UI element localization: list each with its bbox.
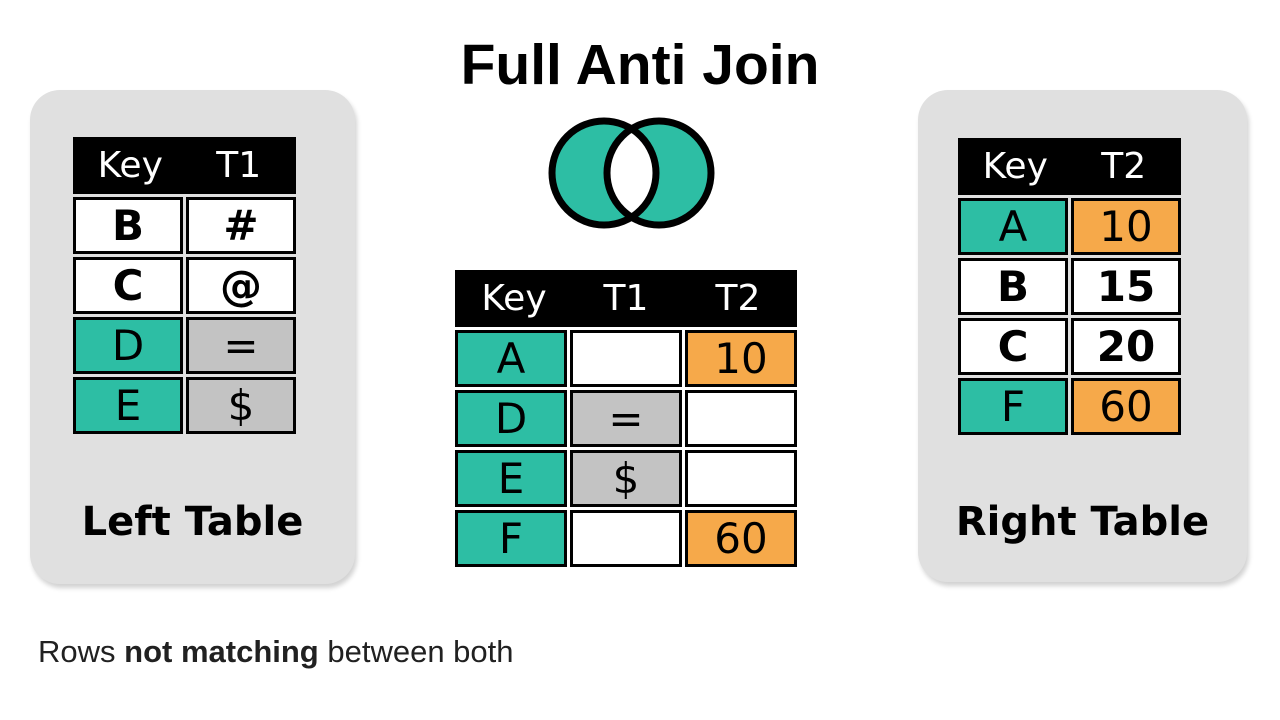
- right-table: Key T2 A 10 B 15 C 20 F 60: [955, 135, 1184, 438]
- key-cell: C: [73, 257, 183, 314]
- table-row: B 15: [958, 258, 1181, 315]
- column-header-t1: T1: [603, 278, 649, 319]
- left-table-header-row: Key T1: [73, 137, 296, 194]
- column-header-key: Key: [97, 145, 163, 186]
- t1-cell-highlighted: =: [570, 390, 682, 447]
- column-header-key: Key: [982, 146, 1048, 187]
- t2-cell-empty: [685, 450, 797, 507]
- column-header-key: Key: [481, 278, 547, 319]
- left-table: Key T1 B # C @ D = E $: [70, 134, 299, 437]
- key-cell-highlighted: D: [455, 390, 567, 447]
- right-table-header-row: Key T2: [958, 138, 1181, 195]
- table-row: E $: [455, 450, 797, 507]
- full-anti-join-venn-icon: [541, 111, 723, 235]
- table-row: D =: [455, 390, 797, 447]
- key-cell-highlighted: A: [958, 198, 1068, 255]
- value-cell-highlighted: =: [186, 317, 296, 374]
- venn-right-circle: [603, 117, 715, 229]
- t2-cell-empty: [685, 390, 797, 447]
- table-row: E $: [73, 377, 296, 434]
- footer-note: Rows not matching between both: [38, 634, 514, 670]
- t1-cell-empty: [570, 330, 682, 387]
- table-row: C @: [73, 257, 296, 314]
- column-header-t1: T1: [216, 145, 262, 186]
- venn-xor-fill: [552, 121, 711, 225]
- value-cell: #: [186, 197, 296, 254]
- key-cell-highlighted: A: [455, 330, 567, 387]
- left-table-header: Key T1: [73, 137, 296, 194]
- value-cell-highlighted: 60: [1071, 378, 1181, 435]
- value-cell-highlighted: $: [186, 377, 296, 434]
- key-cell-highlighted: D: [73, 317, 183, 374]
- right-table-header: Key T2: [958, 138, 1181, 195]
- key-cell-highlighted: F: [455, 510, 567, 567]
- table-row: F 60: [958, 378, 1181, 435]
- t1-cell-empty: [570, 510, 682, 567]
- value-cell: 20: [1071, 318, 1181, 375]
- t2-cell-highlighted: 60: [685, 510, 797, 567]
- result-table-header: Key T1 T2: [455, 270, 797, 327]
- table-row: D =: [73, 317, 296, 374]
- table-row: B #: [73, 197, 296, 254]
- left-table-caption: Left Table: [81, 499, 304, 545]
- column-header-t2: T2: [1101, 146, 1147, 187]
- key-cell: B: [958, 258, 1068, 315]
- key-cell-highlighted: E: [73, 377, 183, 434]
- result-table: Key T1 T2 A 10 D = E $ F 60: [452, 267, 800, 570]
- footer-note-suffix: between both: [318, 634, 514, 669]
- table-row: F 60: [455, 510, 797, 567]
- footer-note-emphasis: not matching: [124, 634, 319, 669]
- footer-note-prefix: Rows: [38, 634, 125, 669]
- key-cell: B: [73, 197, 183, 254]
- table-row: A 10: [455, 330, 797, 387]
- value-cell: 15: [1071, 258, 1181, 315]
- table-row: A 10: [958, 198, 1181, 255]
- key-cell-highlighted: E: [455, 450, 567, 507]
- value-cell: @: [186, 257, 296, 314]
- table-row: C 20: [958, 318, 1181, 375]
- value-cell-highlighted: 10: [1071, 198, 1181, 255]
- t1-cell-highlighted: $: [570, 450, 682, 507]
- venn-svg: [548, 117, 715, 229]
- page-title: Full Anti Join: [460, 33, 820, 97]
- result-table-header-row: Key T1 T2: [455, 270, 797, 327]
- t2-cell-highlighted: 10: [685, 330, 797, 387]
- right-table-caption: Right Table: [955, 499, 1210, 545]
- column-header-t2: T2: [715, 278, 761, 319]
- key-cell: C: [958, 318, 1068, 375]
- venn-left-circle: [548, 117, 660, 229]
- key-cell-highlighted: F: [958, 378, 1068, 435]
